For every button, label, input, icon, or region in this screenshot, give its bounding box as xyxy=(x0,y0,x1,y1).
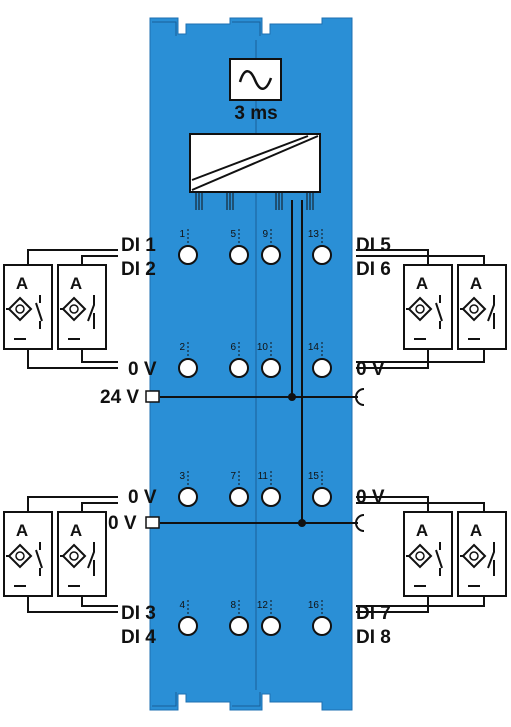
supply-0v-terminal xyxy=(145,516,160,529)
label-0v-mid-right: 0 V xyxy=(356,359,385,380)
terminal-11 xyxy=(261,487,281,507)
label-di7: DI 7 xyxy=(356,603,391,624)
bus-junction-0v xyxy=(298,519,306,527)
terminal-number: 1 xyxy=(179,229,185,240)
dc-dc-converter-icon xyxy=(189,133,321,210)
terminal-13 xyxy=(312,245,332,265)
proximity-sensor-icon xyxy=(7,296,33,322)
label-di6: DI 6 xyxy=(356,259,391,280)
proximity-sensor-icon xyxy=(407,296,433,322)
terminal-number: 5 xyxy=(230,229,236,240)
proximity-sensor-icon xyxy=(7,543,33,569)
terminal-14 xyxy=(312,358,332,378)
label-di4: DI 4 xyxy=(121,627,156,648)
sensor-6: A xyxy=(57,511,107,597)
sensor-label: A xyxy=(16,274,28,293)
filter-wave-icon xyxy=(229,58,282,101)
terminal-8 xyxy=(229,616,249,636)
top-rail-tab xyxy=(152,21,261,36)
proximity-sensor-icon xyxy=(61,296,87,322)
sensor-5: A xyxy=(3,511,53,597)
switch-contact-icon xyxy=(35,542,43,576)
sensor-label: A xyxy=(416,521,428,540)
label-0v-supply: 0 V xyxy=(108,513,137,534)
terminal-7 xyxy=(229,487,249,507)
switch-contact-icon xyxy=(487,542,495,576)
terminal-number: 11 xyxy=(258,471,269,482)
label-0v-mid-left: 0 V xyxy=(128,359,157,380)
label-di8: DI 8 xyxy=(356,627,391,648)
label-di1: DI 1 xyxy=(121,235,156,256)
sensor-label: A xyxy=(470,521,482,540)
sensor-4: A xyxy=(457,264,507,350)
sensor-label: A xyxy=(70,521,82,540)
sensor-1: A xyxy=(3,264,53,350)
proximity-sensor-icon xyxy=(461,543,487,569)
terminal-number: 3 xyxy=(179,471,185,482)
switch-contact-icon xyxy=(87,295,95,329)
bottom-rail-tab xyxy=(152,692,261,707)
terminal-number: 15 xyxy=(308,471,320,482)
switch-contact-icon xyxy=(87,542,95,576)
label-di3: DI 3 xyxy=(121,603,156,624)
terminal-number: 2 xyxy=(179,342,185,353)
label-di2: DI 2 xyxy=(121,259,156,280)
terminal-number: 16 xyxy=(308,600,320,611)
terminal-number: 6 xyxy=(230,342,236,353)
terminal-number: 9 xyxy=(262,229,268,240)
terminal-4 xyxy=(178,616,198,636)
terminal-10 xyxy=(261,358,281,378)
switch-contact-icon xyxy=(435,542,443,576)
sensor-label: A xyxy=(16,521,28,540)
terminal-number: 7 xyxy=(230,471,236,482)
label-di5: DI 5 xyxy=(356,235,391,256)
sensor-label: A xyxy=(470,274,482,293)
supply-24v-terminal xyxy=(145,390,160,403)
terminal-number: 10 xyxy=(257,342,269,353)
terminal-number: 13 xyxy=(308,229,320,240)
terminal-1 xyxy=(178,245,198,265)
label-24v-supply: 24 V xyxy=(100,387,139,408)
switch-contact-icon xyxy=(35,295,43,329)
terminal-3 xyxy=(178,487,198,507)
terminal-number: 8 xyxy=(230,600,236,611)
proximity-sensor-icon xyxy=(461,296,487,322)
internal-bus xyxy=(160,200,352,524)
switch-contact-icon xyxy=(435,295,443,329)
sensor-8: A xyxy=(457,511,507,597)
terminal-number: 14 xyxy=(308,342,320,353)
sensor-label: A xyxy=(416,274,428,293)
terminal-5 xyxy=(229,245,249,265)
terminal-16 xyxy=(312,616,332,636)
sensor-label: A xyxy=(70,274,82,293)
sensor-2: A xyxy=(57,264,107,350)
filter-time-label: 3 ms xyxy=(234,103,277,124)
terminal-number: 12 xyxy=(257,600,269,611)
terminal-2 xyxy=(178,358,198,378)
bus-junction-24v xyxy=(288,393,296,401)
terminal-number: 4 xyxy=(179,600,185,611)
sensor-group: A A A A A A A A xyxy=(3,264,507,597)
terminal-9 xyxy=(261,245,281,265)
sensor-7: A xyxy=(403,511,453,597)
terminal-6 xyxy=(229,358,249,378)
external-wiring xyxy=(27,249,485,613)
label-0v-lower-right: 0 V xyxy=(356,487,385,508)
terminal-12 xyxy=(261,616,281,636)
proximity-sensor-icon xyxy=(61,543,87,569)
proximity-sensor-icon xyxy=(407,543,433,569)
label-0v-lower-left: 0 V xyxy=(128,487,157,508)
sensor-3: A xyxy=(403,264,453,350)
terminal-15 xyxy=(312,487,332,507)
switch-contact-icon xyxy=(487,295,495,329)
